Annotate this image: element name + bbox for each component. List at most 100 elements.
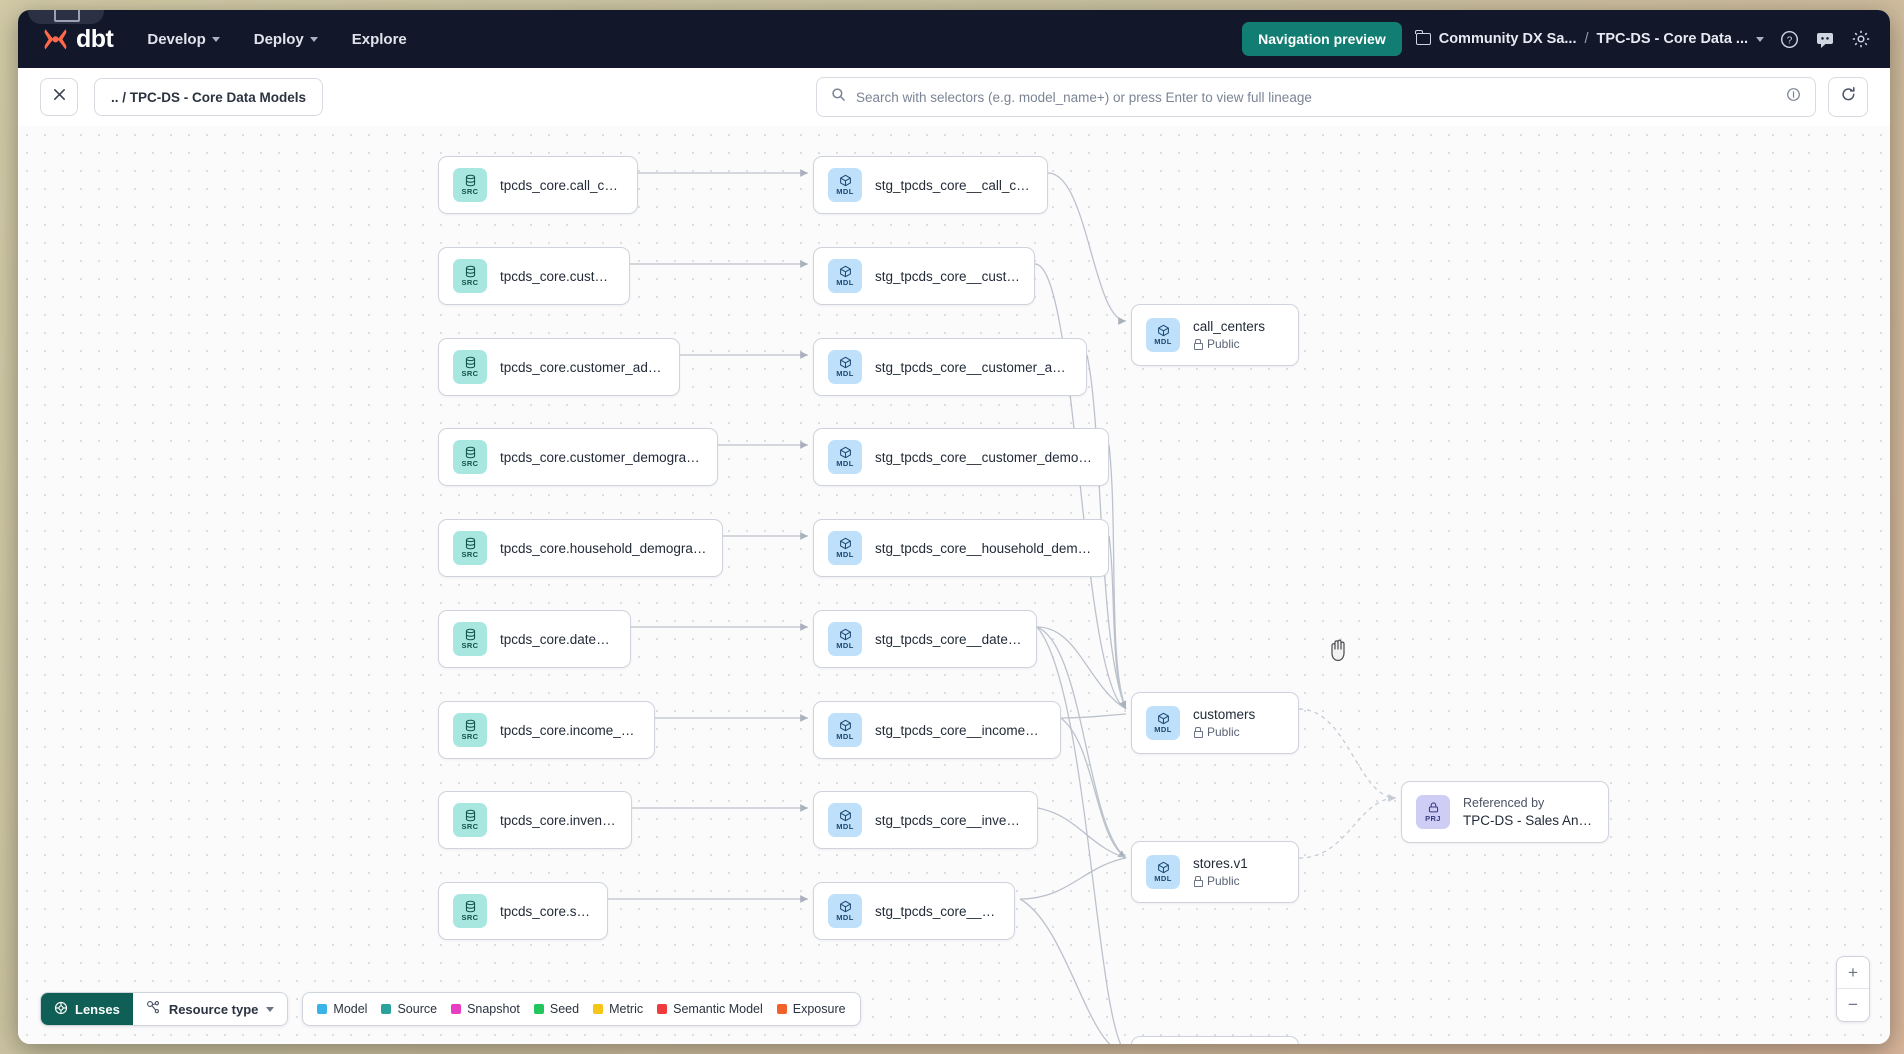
src-badge-icon: SRC: [453, 531, 487, 565]
search-box[interactable]: [816, 77, 1816, 117]
refresh-button[interactable]: [1828, 77, 1868, 117]
node-access-badge: Public: [1193, 337, 1265, 351]
mdl-badge-icon: MDL: [828, 531, 862, 565]
lineage-node[interactable]: SRC tpcds_core.customer_demographics: [438, 428, 718, 486]
src-badge-icon: SRC: [453, 622, 487, 656]
zoom-in-button[interactable]: +: [1837, 957, 1869, 989]
legend-item: Snapshot: [451, 1002, 520, 1016]
lenses-button[interactable]: Lenses: [41, 993, 133, 1025]
dbt-logo[interactable]: dbt: [42, 24, 114, 54]
browser-tab-nub[interactable]: [28, 10, 104, 24]
dbt-wordmark: dbt: [76, 24, 114, 53]
node-text: tpcds_core.household_demographics: [500, 541, 708, 556]
src-badge-icon: SRC: [453, 259, 487, 293]
lenses-control-group: Lenses Resource type: [40, 992, 289, 1026]
info-icon[interactable]: [1786, 87, 1801, 107]
node-badge-label: SRC: [461, 732, 479, 742]
feedback-icon[interactable]: [1814, 28, 1836, 50]
settings-gear-icon[interactable]: [1850, 28, 1872, 50]
nav-item-develop[interactable]: Develop: [147, 30, 220, 48]
lineage-node[interactable]: MDL stg_tpcds_core__customer_demogra...: [813, 428, 1109, 486]
node-text: stg_tpcds_core__customer_demogra...: [875, 450, 1094, 465]
legend-label: Exposure: [792, 1002, 846, 1016]
breadcrumb-separator: /: [1584, 31, 1589, 47]
zoom-out-button[interactable]: −: [1848, 995, 1858, 1014]
node-title: tpcds_core.household_demographics: [500, 540, 708, 556]
node-access-label: Public: [1207, 725, 1240, 739]
lineage-toolbar: .. / TPC-DS - Core Data Models: [18, 68, 1890, 126]
mdl-badge-icon: MDL: [1146, 706, 1180, 740]
lineage-node[interactable]: SRC tpcds_core.household_demographics: [438, 519, 723, 577]
lineage-node[interactable]: MDL stg_tpcds_core__store: [813, 882, 1015, 940]
node-badge-label: SRC: [461, 913, 479, 923]
legend-swatch: [657, 1004, 668, 1014]
node-badge-label: SRC: [461, 822, 479, 832]
node-text: tpcds_core.customer_address: [500, 360, 665, 375]
breadcrumb-project[interactable]: TPC-DS - Core Data ...: [1596, 31, 1748, 47]
close-icon: [52, 87, 67, 107]
close-lineage-button[interactable]: [40, 78, 78, 116]
search-input[interactable]: [856, 89, 1776, 105]
node-badge-label: MDL: [1154, 337, 1172, 347]
mdl-badge-icon: MDL: [828, 440, 862, 474]
nav-item-explore[interactable]: Explore: [352, 31, 407, 48]
node-title: stg_tpcds_core__household_demogr...: [875, 540, 1094, 556]
nav-item-explore-label: Explore: [351, 30, 407, 48]
legend-label: Semantic Model: [673, 1002, 763, 1016]
mdl-badge-icon: MDL: [1146, 318, 1180, 352]
lineage-breadcrumb-pill[interactable]: .. / TPC-DS - Core Data Models: [94, 78, 324, 116]
navigation-preview-button[interactable]: Navigation preview: [1242, 22, 1402, 56]
node-text: stg_tpcds_core__customer: [875, 269, 1020, 284]
legend-item: Model: [317, 1002, 367, 1016]
lineage-node[interactable]: MDL stg_tpcds_core__household_demogr...: [813, 519, 1109, 577]
src-badge-icon: SRC: [453, 440, 487, 474]
resource-type-button[interactable]: Resource type: [132, 993, 288, 1025]
breadcrumb-account[interactable]: Community DX Sa...: [1438, 31, 1577, 47]
legend-item: Seed: [533, 1002, 579, 1016]
node-title: customers: [1193, 707, 1256, 722]
legend-swatch: [451, 1004, 462, 1014]
lenses-label: Lenses: [75, 1001, 120, 1017]
node-title: stores.v1: [1193, 856, 1248, 871]
help-icon[interactable]: ?: [1778, 28, 1800, 50]
node-badge-label: MDL: [836, 459, 854, 469]
node-badge-label: PRJ: [1425, 814, 1441, 824]
node-text: stg_tpcds_core__income_band: [875, 723, 1046, 738]
node-text: stg_tpcds_core__household_demogr...: [875, 541, 1094, 556]
node-access-label: Public: [1207, 874, 1240, 888]
mdl-badge-icon: MDL: [828, 894, 862, 928]
search-icon: [831, 87, 846, 107]
node-badge-label: SRC: [461, 187, 479, 197]
node-text: tpcds_core.customer_demographics: [500, 450, 703, 465]
node-text: stg_tpcds_core__store: [875, 904, 1000, 919]
nav-item-develop-label: Develop: [147, 30, 206, 48]
search-area: [816, 77, 1868, 117]
node-title: stg_tpcds_core__inventory: [875, 812, 1023, 828]
node-title: stg_tpcds_core__customer_demogra...: [875, 449, 1094, 465]
nav-item-deploy[interactable]: Deploy: [254, 31, 318, 48]
node-badge-label: SRC: [461, 641, 479, 651]
chevron-down-icon[interactable]: [1756, 36, 1764, 42]
node-title: stg_tpcds_core__customer: [875, 268, 1020, 284]
